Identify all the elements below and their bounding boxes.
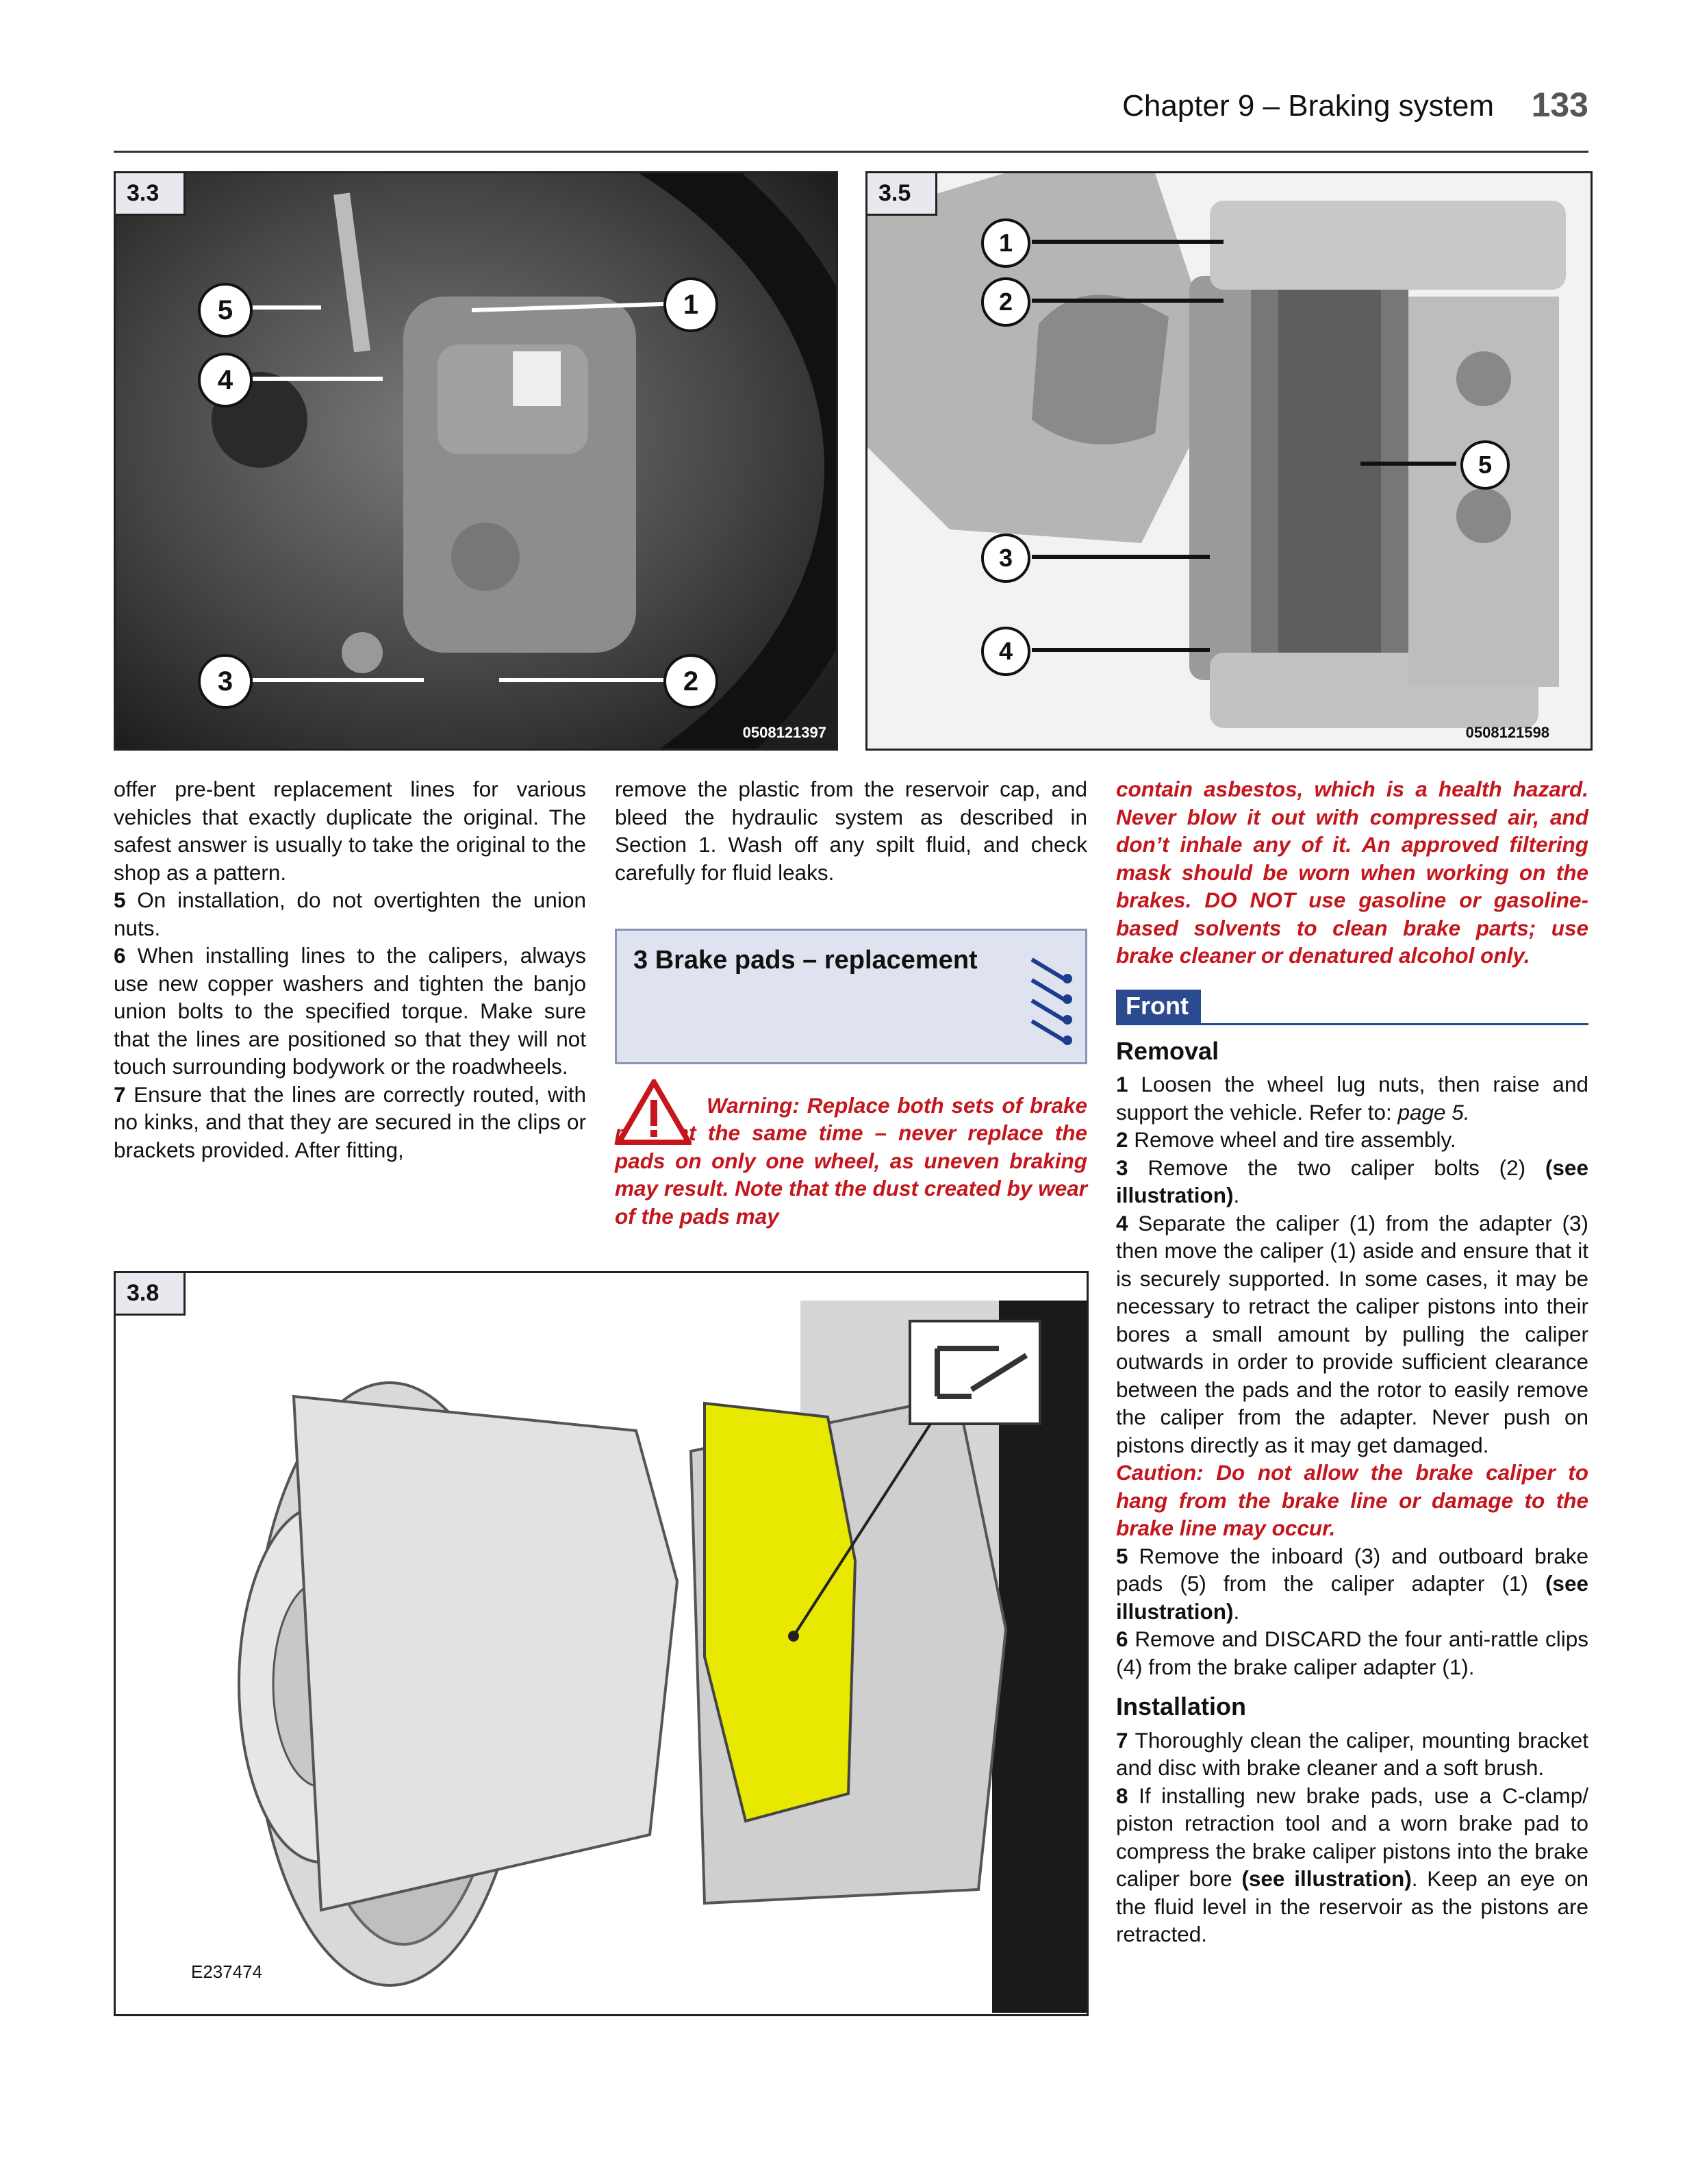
callout-2: 2 <box>981 277 1030 327</box>
step-text: Separate the caliper (1) from the adapte… <box>1116 1210 1588 1457</box>
callout-4: 4 <box>981 627 1030 676</box>
step-2: 2 Remove wheel and tire assembly. <box>1116 1126 1588 1154</box>
figure-3-8: 3.8 E237474 <box>114 1271 1089 2016</box>
callout-4: 4 <box>198 353 253 407</box>
step-text: Loosen the wheel lug nuts, then raise an… <box>1116 1072 1588 1125</box>
callout-1: 1 <box>981 218 1030 268</box>
column-3: contain asbestos, which is a health haza… <box>1116 775 1588 1948</box>
callout-3: 3 <box>198 654 253 709</box>
step-1: 1 Loosen the wheel lug nuts, then raise … <box>1116 1070 1588 1126</box>
figure-code: 0508121397 <box>742 724 826 741</box>
paragraph: offer pre-bent replacement lines for var… <box>114 777 586 885</box>
removal-heading: Removal <box>1116 1036 1219 1065</box>
see-illustration: (see illustration) <box>1116 1155 1588 1208</box>
step-text: Remove the inboard (3) and outboard brak… <box>1116 1543 1588 1596</box>
callout-2: 2 <box>663 654 718 709</box>
figure-label: 3.8 <box>116 1273 186 1316</box>
figure-code: 0508121598 <box>1465 724 1549 741</box>
chapter-title: Chapter 9 – Braking system <box>1122 89 1494 123</box>
step-6: 6 Remove and DISCARD the four anti-rattl… <box>1116 1625 1588 1681</box>
figure-3-5: 3.5 0508121598 1 2 3 4 5 <box>865 171 1593 751</box>
step-text: When installing lines to the calipers, a… <box>114 943 586 1079</box>
difficulty-spanner-icon <box>1030 957 1072 1045</box>
see-illustration: (see illustration) <box>1241 1866 1412 1891</box>
step-number: 5 <box>114 888 126 912</box>
column-1: offer pre-bent replacement lines for var… <box>114 775 586 1164</box>
callout-5: 5 <box>1460 440 1510 490</box>
caution-note: Caution: Do not allow the brake caliper … <box>1116 1460 1588 1540</box>
installation-heading: Installation <box>1116 1692 1247 1720</box>
see-illustration: (see illustration) <box>1116 1571 1588 1624</box>
figure-code: E237474 <box>191 1961 263 1982</box>
warning-continued: contain asbestos, which is a health haza… <box>1116 777 1588 968</box>
step-5: 5 On installation, do not overtighten th… <box>114 886 586 942</box>
step-number: 7 <box>1116 1727 1128 1753</box>
step-6: 6 When installing lines to the calipers,… <box>114 942 586 1081</box>
front-heading: Front <box>1116 985 1588 1025</box>
figure-3-3: 3.3 0508121397 1 2 3 4 5 <box>114 171 838 751</box>
figure-label: 3.3 <box>116 173 186 216</box>
step-number: 2 <box>1116 1127 1128 1152</box>
step-7: 7 Ensure that the lines are correctly ro… <box>114 1081 586 1164</box>
step-text: On installation, do not overtighten the … <box>114 888 586 940</box>
step-number: 6 <box>114 943 126 968</box>
step-4: 4 Separate the caliper (1) from the adap… <box>1116 1209 1588 1459</box>
step-number: 5 <box>1116 1543 1128 1568</box>
step-text: Remove wheel and tire assembly. <box>1134 1127 1456 1152</box>
page-number: 133 <box>1531 86 1588 124</box>
step-number: 7 <box>114 1081 126 1107</box>
step-text: Ensure that the lines are correctly rout… <box>114 1081 586 1162</box>
section-heading-box: 3 Brake pads – replacement <box>615 929 1087 1064</box>
warning-triangle-icon <box>616 1079 692 1145</box>
step-number: 4 <box>1116 1210 1128 1235</box>
step-5: 5 Remove the inboard (3) and outboard br… <box>1116 1543 1588 1624</box>
page-header: Chapter 9 – Braking system 133 <box>114 82 1588 153</box>
step-number: 3 <box>1116 1155 1128 1180</box>
callout-3: 3 <box>981 534 1030 583</box>
step-text: If installing new brake pads, use a C-cl… <box>1116 1783 1588 1892</box>
callout-1: 1 <box>663 277 718 332</box>
step-number: 1 <box>1116 1072 1128 1096</box>
callouts-3-5 <box>1032 240 1456 652</box>
callout-5: 5 <box>198 283 253 338</box>
step-number: 6 <box>1116 1627 1128 1651</box>
step-3: 3 Remove the two caliper bolts (2) (see … <box>1116 1155 1588 1208</box>
step-text: Remove and DISCARD the four anti-rattle … <box>1116 1627 1588 1679</box>
callouts-3-3 <box>253 301 685 682</box>
caliper-photo-3-3 <box>116 173 836 749</box>
step-text: Remove the two caliper bolts (2) <box>1148 1155 1526 1180</box>
brake-assembly-illustration <box>116 1273 1087 2014</box>
step-8: 8 If installing new brake pads, use a C-… <box>1116 1782 1588 1948</box>
figure-label: 3.5 <box>867 173 938 216</box>
warning-text: Warning: Replace both sets of brake pads… <box>615 1092 1087 1229</box>
step-text: . Keep an eye on the fluid level in the … <box>1116 1866 1589 1946</box>
column-2: remove the plastic from the reservoir ca… <box>615 775 1087 886</box>
page-reference: page 5. <box>1397 1099 1470 1125</box>
step-text: Thoroughly clean the caliper, mounting b… <box>1116 1727 1588 1781</box>
front-label: Front <box>1116 990 1201 1023</box>
paragraph: remove the plastic from the reservoir ca… <box>615 777 1087 885</box>
step-number: 8 <box>1116 1783 1128 1808</box>
warning-note: Warning: Replace both sets of brake pads… <box>615 1070 1087 1252</box>
step-7: 7 Thoroughly clean the caliper, mounting… <box>1116 1727 1588 1782</box>
section-title: 3 Brake pads – replacement <box>633 946 978 975</box>
